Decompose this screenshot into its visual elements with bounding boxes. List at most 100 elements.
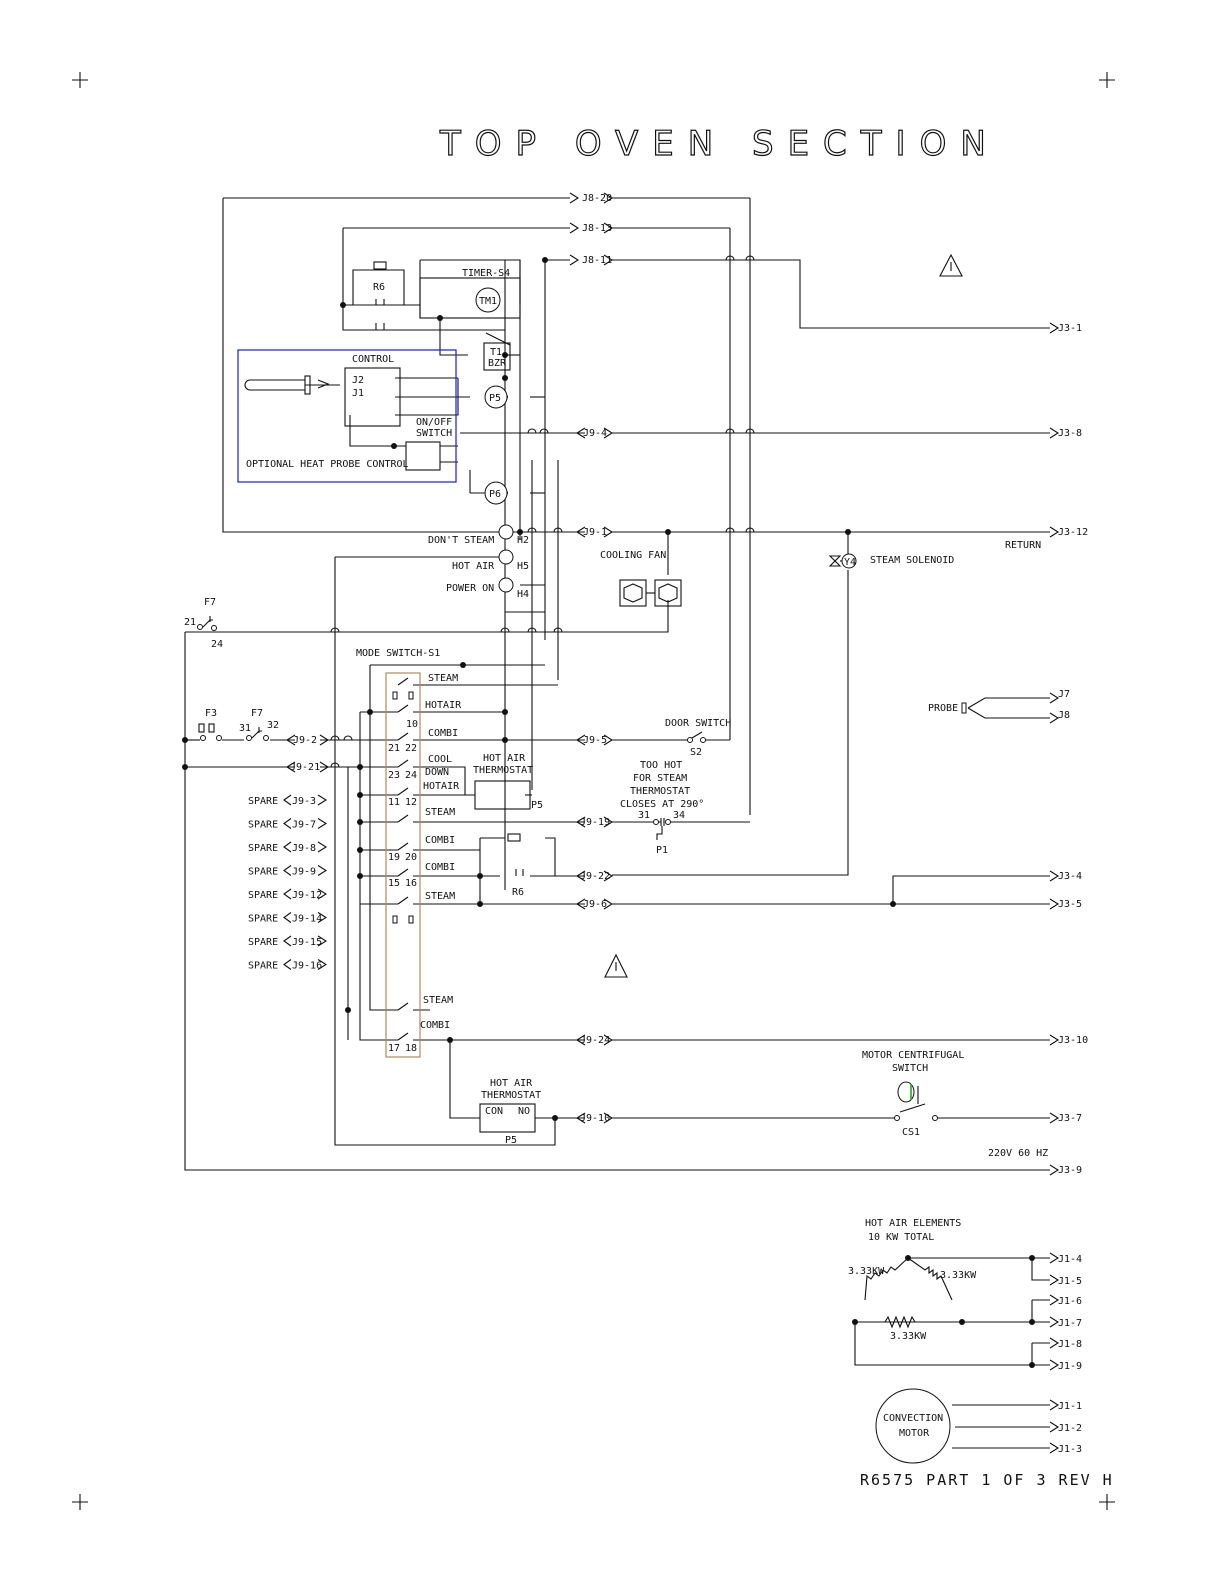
spare-label: SPARE [248, 820, 278, 831]
mode-pos-down: DOWN [425, 767, 449, 778]
onoff-label-2: SWITCH [416, 428, 452, 439]
connector-j9-2: J9-2 [293, 735, 317, 746]
relay-p5-label: P5 [489, 393, 501, 404]
steam-solenoid-coil-icon [841, 553, 857, 569]
supply-label: 220V 60 HZ [988, 1148, 1048, 1159]
fuse-f3-label: F3 [205, 708, 217, 719]
junction-dots [182, 257, 1035, 1368]
relay-p5-contact-label: P5 [531, 800, 543, 811]
timer-label: TIMER-S4 [462, 268, 510, 279]
timer-motor-label: TM1 [479, 296, 497, 307]
connector-chevrons [285, 192, 1060, 1454]
lamp-h2-label: DON'T STEAM [428, 535, 494, 546]
connector-j9-1: J9-1 [583, 527, 607, 538]
connector-j3-9: J3-9 [1058, 1165, 1082, 1176]
mode-switch-s1 [385, 672, 421, 1058]
lamp-h5-icon [498, 549, 514, 565]
spare-connector-chevron [283, 888, 328, 900]
spare-connector-chevron [283, 818, 328, 829]
hot-air-thermostat-lower-label-1: HOT AIR [490, 1078, 533, 1089]
buzzer [483, 342, 511, 371]
lamp-h5-label: HOT AIR [452, 561, 495, 572]
connector-j1-5: J1-5 [1058, 1276, 1082, 1287]
control-label: CONTROL [352, 354, 394, 365]
spare-connector-id: J9-14 [292, 914, 322, 925]
mode-pos-steam-4: STEAM [423, 995, 453, 1006]
mode-num-22: 22 [405, 743, 417, 754]
motor-switch-label-1: MOTOR CENTRIFUGAL [862, 1050, 964, 1061]
mode-num-19: 19 [388, 852, 400, 863]
connector-j1-6: J1-6 [1058, 1296, 1082, 1307]
door-switch-icon [687, 731, 706, 743]
cooling-fan-label: COOLING FAN [600, 550, 666, 561]
lamp-h2-id: H2 [517, 535, 529, 546]
thermostat-contact-no: NO [518, 1106, 530, 1117]
hot-air-thermostat-label-2: THERMOSTAT [473, 765, 533, 776]
connector-j9-21: J9-21 [290, 762, 320, 773]
too-hot-pin-31: 31 [638, 810, 650, 821]
warning-icon [939, 253, 963, 277]
connector-j9-19: J9-19 [580, 817, 610, 828]
mode-pos-combi-1: COMBI [428, 728, 458, 739]
connector-j1-4: J1-4 [1058, 1254, 1082, 1265]
motor-label-1: CONVECTION [883, 1413, 943, 1424]
hot-air-thermostat-label-1: HOT AIR [483, 753, 526, 764]
diagram-title: TOP OVEN SECTION [439, 124, 1000, 164]
lamp-h4-id: H4 [517, 589, 529, 600]
mode-num-23: 23 [388, 770, 400, 781]
mode-pos-combi-3: COMBI [425, 862, 455, 873]
spare-label: SPARE [248, 843, 278, 854]
control-pin-j2: J2 [352, 375, 364, 386]
steam-solenoid-id: Y4 [844, 557, 856, 568]
cooling-fan-icon [619, 579, 682, 607]
connector-j3-1: J3-1 [1058, 323, 1082, 334]
connector-j8-13: J8-13 [582, 223, 612, 234]
fuse-f7b-icon [246, 727, 269, 741]
mode-switch-label: MODE SWITCH-S1 [356, 648, 440, 659]
relay-p1-label: P1 [656, 845, 668, 856]
spare-connector-chevron [283, 959, 328, 970]
connector-j3-4: J3-4 [1058, 871, 1082, 882]
too-hot-label-1: TOO HOT [640, 760, 682, 771]
mode-pos-steam-2: STEAM [425, 807, 455, 818]
relay-r6-lower-label: R6 [512, 887, 524, 898]
hot-air-elements-label-1: HOT AIR ELEMENTS [865, 1218, 961, 1229]
mode-num-11: 11 [388, 797, 400, 808]
fuse-f3-icon [198, 723, 222, 741]
spare-label: SPARE [248, 867, 278, 878]
connector-j3-5: J3-5 [1058, 899, 1082, 910]
connector-j1-3: J1-3 [1058, 1444, 1082, 1455]
buzzer-label-1: T1 [490, 347, 502, 358]
timer-motor-icon [475, 287, 501, 313]
connector-j7: J7 [1058, 689, 1070, 700]
fuse-f7b-label: F7 [251, 708, 263, 719]
connector-j9-24: J9-24 [580, 1035, 610, 1046]
mode-pos-steam-1: STEAM [428, 673, 458, 684]
fuse-f7-label: F7 [204, 597, 216, 608]
mode-num-12: 12 [405, 797, 417, 808]
spare-label: SPARE [248, 796, 278, 807]
mode-pos-hotair-2: HOTAIR [423, 781, 460, 792]
lamp-h5-id: H5 [517, 561, 529, 572]
warning-icon [604, 953, 628, 978]
connector-j9-6: J9-6 [583, 899, 607, 910]
too-hot-pin-34: 34 [673, 810, 685, 821]
probe-icon [961, 702, 967, 714]
spare-connector-id: J9-9 [292, 867, 316, 878]
mode-num-24: 24 [405, 770, 417, 781]
mode-pos-steam-3: STEAM [425, 891, 455, 902]
centrifugal-switch-icon [894, 1081, 938, 1121]
too-hot-thermostat-icon [653, 818, 671, 840]
mode-pos-combi-4: COMBI [420, 1020, 450, 1031]
mode-num-15: 15 [388, 878, 400, 889]
connector-j9-4: J9-4 [583, 428, 607, 439]
fuse-f7b-pin-31: 31 [239, 723, 251, 734]
door-switch-id: S2 [690, 747, 702, 758]
connector-j3-10: J3-10 [1058, 1035, 1088, 1046]
relay-p6-coil-icon [484, 481, 508, 505]
motor-switch-label-2: SWITCH [892, 1063, 928, 1074]
spare-label: SPARE [248, 937, 278, 948]
control-module [344, 367, 401, 427]
relay-p6-label: P6 [489, 489, 501, 500]
